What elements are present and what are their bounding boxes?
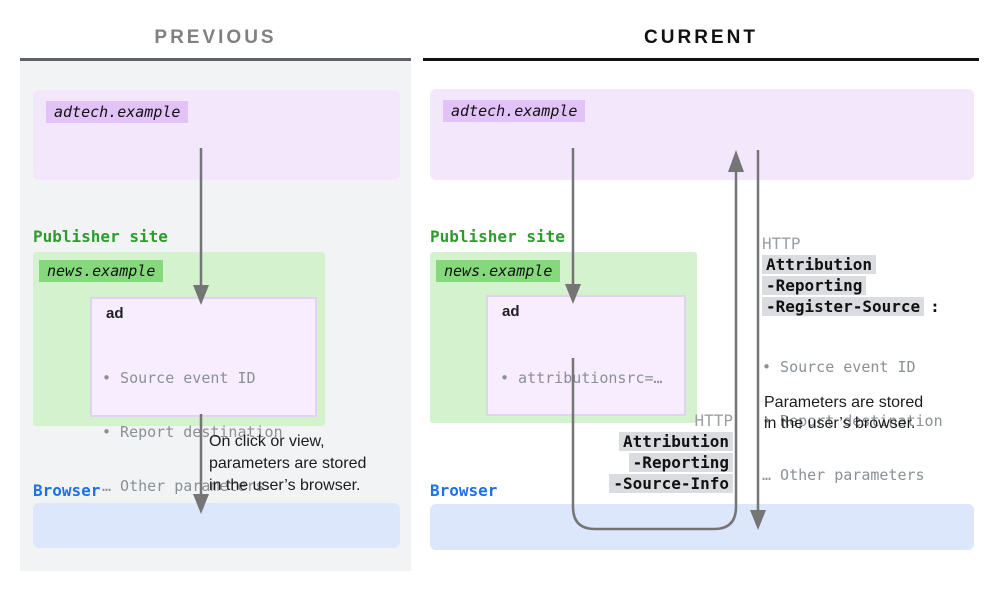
request-header-chip-reporting: -Reporting (628, 453, 733, 472)
request-header-chip-attribution: Attribution (619, 432, 733, 451)
current-request-header-group: HTTP Attribution -Reporting -Source-Info (493, 411, 733, 495)
arrow-current-ad-to-adtech-request (571, 170, 738, 531)
response-header-colon: : (930, 297, 940, 316)
response-header-chip-register-source: -Register-Source (762, 297, 925, 316)
arrowhead-current-adtech-to-ad (565, 284, 581, 304)
current-browser-box (430, 504, 974, 550)
response-http-protocol: HTTP (762, 234, 801, 253)
previous-browser-label: Browser (33, 481, 101, 500)
previous-adtech-label: adtech.example (46, 101, 189, 123)
previous-arrow-note: On click or view, parameters are stored … (209, 433, 367, 494)
current-ad-params: • attributionsrc=… (500, 369, 663, 387)
current-response-header-group: HTTP Attribution -Reporting -Register-So… (762, 234, 996, 520)
current-news-label: news.example (436, 260, 561, 282)
previous-publisher-site-label: Publisher site (33, 227, 168, 246)
previous-browser-box (33, 503, 400, 548)
current-column-title: CURRENT (644, 27, 758, 48)
request-http-protocol: HTTP (694, 411, 733, 430)
current-column-rule (423, 58, 979, 61)
previous-column-title: PREVIOUS (154, 27, 277, 48)
current-ad-box: ad • attributionsrc=… (486, 295, 686, 416)
previous-ad-title: ad (106, 305, 124, 322)
current-adtech-label: adtech.example (443, 100, 586, 122)
response-header-chip-reporting: -Reporting (762, 276, 867, 295)
arrowhead-previous-ad-to-browser (193, 494, 209, 514)
current-publisher-site-label: Publisher site (430, 227, 565, 246)
previous-news-label: news.example (39, 260, 164, 282)
current-ad-title: ad (502, 303, 520, 320)
request-header-chip-source-info: -Source-Info (609, 474, 733, 493)
previous-column-rule (20, 58, 411, 61)
arrowhead-previous-adtech-to-ad (193, 285, 209, 305)
current-browser-label: Browser (430, 481, 498, 500)
arrowhead-current-request-up (728, 150, 744, 172)
response-header-chip-attribution: Attribution (762, 255, 876, 274)
response-header-params: • Source event ID • Report destination …… (762, 358, 943, 484)
arrowhead-current-response-down (750, 510, 766, 530)
current-storage-note: Parameters are stored in the user’s brow… (764, 394, 924, 432)
previous-adtech-box: adtech.example (33, 90, 400, 180)
current-adtech-box: adtech.example (430, 89, 974, 180)
previous-ad-params: • Source event ID • Report destination …… (102, 369, 283, 495)
